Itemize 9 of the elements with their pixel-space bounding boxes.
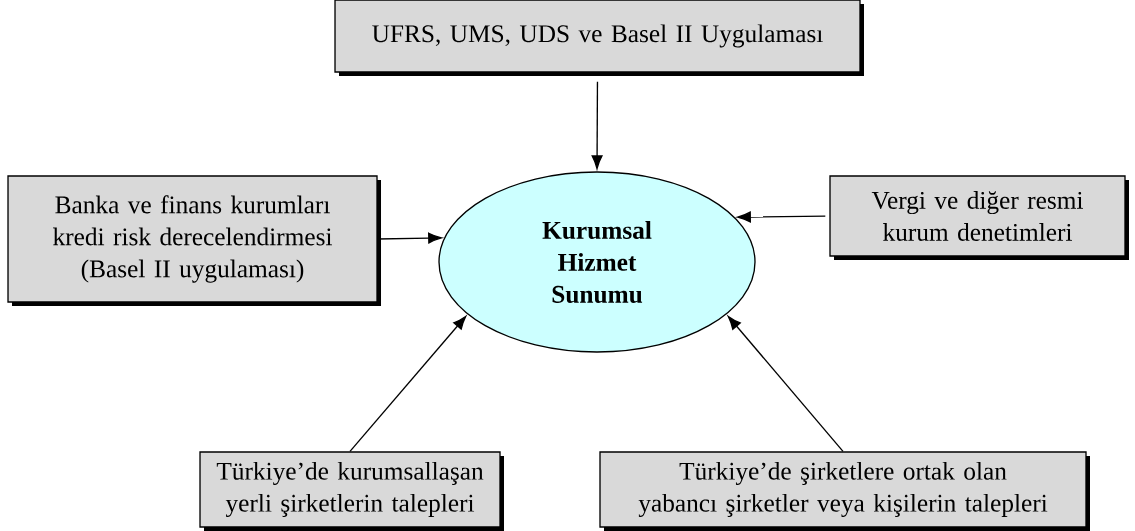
- arrow: [349, 315, 467, 452]
- text-box: Vergi ve diğer resmi kurum denetimleri: [829, 175, 1129, 260]
- text-box: Türkiye’de şirketlere ortak olan yabancı şirketler veya kişilerin talepleri: [599, 451, 1090, 531]
- arrow: [727, 315, 844, 452]
- text-box: Türkiye’de kurumsallaşan yerli şirketlerin talepleri: [199, 451, 504, 531]
- arrow: [591, 81, 603, 170]
- arrow: [737, 211, 826, 223]
- text-box: UFRS, UMS, UDS ve Basel II Uygulaması: [334, 0, 864, 76]
- text-box: Banka ve finans kurumları kredi risk derecelendirmesi (Basel II uygulaması): [7, 175, 381, 306]
